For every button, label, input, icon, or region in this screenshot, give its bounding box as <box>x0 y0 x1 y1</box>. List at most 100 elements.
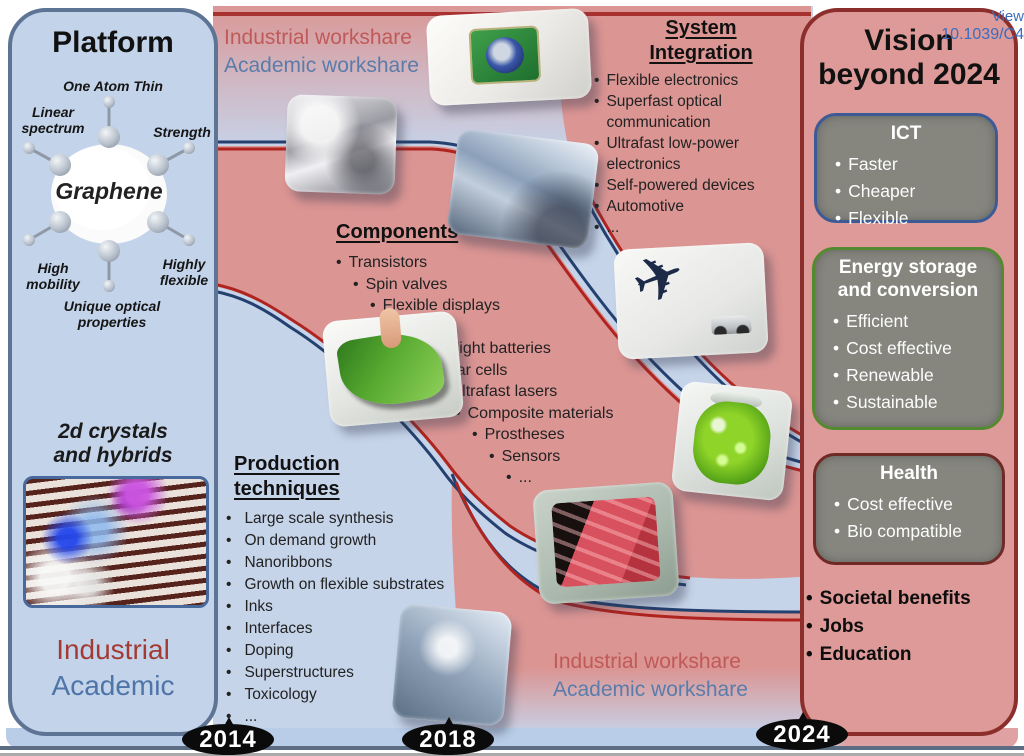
ict-list: •Faster•Cheaper•Flexible <box>817 151 995 232</box>
bullet-dot: • <box>226 642 232 659</box>
composite-material-photo <box>532 481 680 605</box>
list-item-label: Flexible electronics <box>606 72 739 89</box>
bullet-dot: • <box>835 181 842 201</box>
list-item: •... <box>506 467 656 489</box>
list-item-label: Flexible displays <box>382 297 500 314</box>
list-item: •Inks <box>226 596 486 618</box>
list-item-label: Education <box>819 644 912 665</box>
list-item-label: ... <box>606 219 620 236</box>
list-item: •... <box>594 217 808 238</box>
list-item-label: Superstructures <box>244 664 354 681</box>
list-item: • Cost effective <box>834 491 1002 518</box>
list-item: •Flexible electronics <box>594 70 808 91</box>
list-item-label: Cheaper <box>848 181 916 201</box>
list-item: •Composite materials <box>455 403 656 425</box>
camera-module-photo <box>425 7 593 107</box>
ict-title: ICT <box>890 123 922 144</box>
bullet-dot: • <box>834 494 841 514</box>
list-item-label: Ultrafast lasers <box>450 383 558 400</box>
page-bottom-edge <box>0 753 1024 756</box>
vision-footer-list: •Societal benefits•Jobs•Education <box>806 585 1012 669</box>
workshare-legend-bottom: Industrial workshare Academic workshare <box>553 648 748 704</box>
bullet-dot: • <box>833 392 840 412</box>
list-item: •Prostheses <box>472 424 656 446</box>
bullet-dot: • <box>336 254 342 271</box>
doi-watermark-link[interactable]: View 10.1039/C4 <box>928 8 1024 44</box>
list-item: • Flexible displays <box>370 295 656 317</box>
bullet-dot: • <box>835 208 842 228</box>
graphene-label-highly-flexible: Highly flexible <box>159 256 209 288</box>
bullet-dot: • <box>806 644 813 665</box>
bullet-dot: • <box>472 426 478 443</box>
list-item: •Automotive <box>594 196 808 217</box>
list-item: •Efficient <box>833 308 1001 335</box>
timeline-year-2018: 2018 <box>402 717 494 755</box>
list-item: •Cost effective <box>833 335 1001 362</box>
bullet-dot: • <box>226 510 232 527</box>
list-item: •Jobs <box>806 613 1012 641</box>
list-item: •Self-powered devices <box>594 175 808 196</box>
list-item: •Ultrafast lasers <box>438 381 656 403</box>
bullet-dot: • <box>226 532 232 549</box>
crystals-image <box>23 476 209 608</box>
health-list: •Cost effective•Bio compatible <box>816 491 1002 545</box>
bullet-dot: • <box>833 365 840 385</box>
list-item: •Sustainable <box>833 389 1001 416</box>
chip-icon <box>470 27 540 83</box>
energy-box: Energy storage and conversion •Efficient… <box>812 247 1004 430</box>
list-item-label: Cost effective <box>847 494 953 514</box>
bullet-dot: • <box>226 554 232 571</box>
lens-icon <box>484 36 525 75</box>
timeline-year-2024: 2024 <box>756 712 848 750</box>
graphene-center-label: Graphene <box>55 178 163 204</box>
platform-panel: Platform One Atom Thin Linear spectrum S… <box>8 8 218 736</box>
platform-industrial-label: Industrial <box>56 634 170 665</box>
graphene-label-unique-optical: Unique optical properties <box>63 298 161 330</box>
structure-photo <box>284 94 398 195</box>
list-item: •... <box>226 706 486 728</box>
bullet-dot: • <box>353 275 359 293</box>
academic-workshare-label: Academic workshare <box>553 678 748 701</box>
list-item: • Doping <box>226 640 486 662</box>
bullet-dot: • <box>806 616 813 637</box>
finger-icon <box>378 307 403 349</box>
list-item-label: Growth on flexible substrates <box>244 576 445 593</box>
list-item-label: Nanoribbons <box>244 554 333 571</box>
timeline-year-2014: 2014 <box>182 717 274 755</box>
list-item: •Spin valves <box>353 274 656 296</box>
bullet-dot: • <box>370 297 376 314</box>
graphene-label-strength: Strength <box>153 124 211 140</box>
bullet-dot: • <box>806 588 813 609</box>
list-item-label: Inks <box>244 598 273 615</box>
list-item-label: Renewable <box>846 365 934 385</box>
vision-footer: •Societal benefits•Jobs•Education <box>806 585 1012 669</box>
list-item-label: Doping <box>244 642 294 659</box>
bullet-dot: • <box>594 177 600 194</box>
list-item-label: Superfast optical communication <box>606 93 722 131</box>
touch-display-photo <box>321 307 465 428</box>
list-item-label: Interfaces <box>244 620 313 637</box>
industrial-workshare-label: Industrial workshare <box>224 26 412 49</box>
system-integration-block: System Integration •Flexible electronics… <box>594 16 808 238</box>
graphene-label-linear-spectrum: Linear spectrum <box>21 104 85 136</box>
list-item: •Superfast optical communication <box>594 91 808 133</box>
bullet-dot: • <box>226 706 231 728</box>
bullet-dot: • <box>226 664 232 681</box>
list-item: • Education <box>806 641 1012 669</box>
list-item: •Societal benefits <box>806 585 1012 613</box>
production-techniques-title: Production techniques <box>234 453 340 500</box>
car-icon <box>710 314 752 335</box>
bullet-dot: • <box>835 154 842 174</box>
health-title: Health <box>879 463 939 484</box>
platform-title: Platform <box>52 26 174 59</box>
list-item: • Superstructures <box>226 662 486 684</box>
list-item-label: Faster <box>848 154 898 174</box>
production-techniques-list: •Large scale synthesis•On demand growth•… <box>226 508 486 728</box>
bullet-dot: • <box>506 469 512 486</box>
view-link[interactable]: View <box>991 8 1024 25</box>
industrial-workshare-label: Industrial workshare <box>553 650 741 673</box>
bullet-dot: • <box>594 219 600 236</box>
flexible-substrate-roll-photo <box>391 603 513 727</box>
list-item: •Growth on flexible substrates <box>226 574 486 596</box>
